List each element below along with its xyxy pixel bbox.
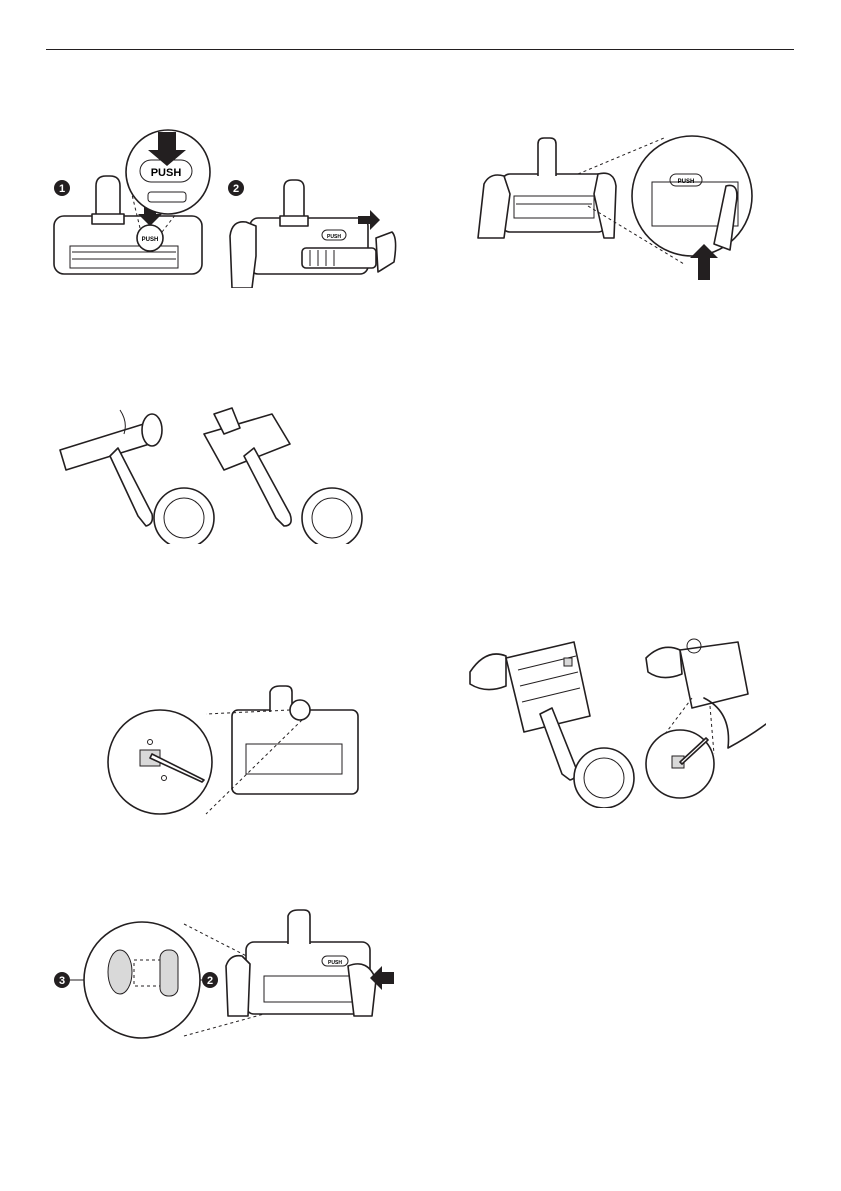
zoom-circle-7: [84, 922, 200, 1038]
figure-clean-chamber: [466, 628, 766, 808]
cloth: [704, 698, 766, 748]
figure-tweezers-nozzle: [106, 684, 366, 824]
hand-left: [478, 175, 510, 238]
nozzle-underside: [232, 710, 358, 794]
step-label-3: 3: [59, 975, 65, 987]
push-label-zoom-3: PUSH: [678, 179, 695, 185]
step-label-1: 1: [59, 183, 65, 195]
push-label-small: PUSH: [142, 237, 159, 243]
push-label-nozzle-3: PUSH: [328, 960, 342, 966]
hand: [230, 222, 256, 288]
figure-hold-nozzle: PUSH: [474, 134, 754, 294]
nozzle-body-3: [502, 174, 606, 232]
step-label-2b: 2: [207, 975, 213, 987]
tool-handle-left: [110, 448, 152, 526]
brush-roll: [302, 248, 376, 268]
figure-push-release: 1 PUSH PUSH: [48, 128, 223, 288]
nozzle-neck: [96, 176, 120, 218]
vacuum-body-left: [154, 488, 214, 544]
figure-pull-brush: 2 PUSH: [222, 176, 402, 288]
push-label-nozzle-2: PUSH: [327, 234, 341, 240]
figure-cut-hair: [54, 404, 384, 544]
header-rule: [46, 49, 794, 50]
step-label-2: 2: [233, 183, 239, 195]
push-label-large: PUSH: [151, 167, 182, 179]
figure-reinsert-brush: 3 2 PUSH: [50, 906, 396, 1046]
vacuum-body-6: [574, 748, 634, 808]
tool-handle-right: [244, 448, 291, 526]
end-cap: [376, 232, 396, 272]
vacuum-body-right: [302, 488, 362, 544]
nozzle-body: [54, 216, 202, 274]
